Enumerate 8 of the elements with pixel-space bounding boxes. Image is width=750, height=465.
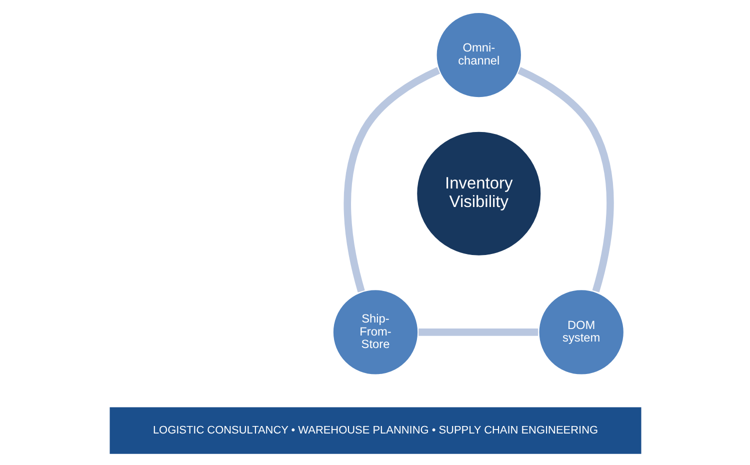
node-circle: Ship-From-Store xyxy=(331,288,419,376)
label: LOGISTIC CONSULTANCY • WAREHOUSE PLANNING • SUPPLY CHAIN ENGINEERING xyxy=(152,424,598,436)
node-circle: Inventory Visibility xyxy=(414,130,542,258)
connector xyxy=(343,67,440,292)
connector xyxy=(517,67,614,292)
node-circle: Omni-channel xyxy=(434,11,522,99)
node-circle: DOM system xyxy=(536,288,625,376)
connector xyxy=(418,328,538,336)
